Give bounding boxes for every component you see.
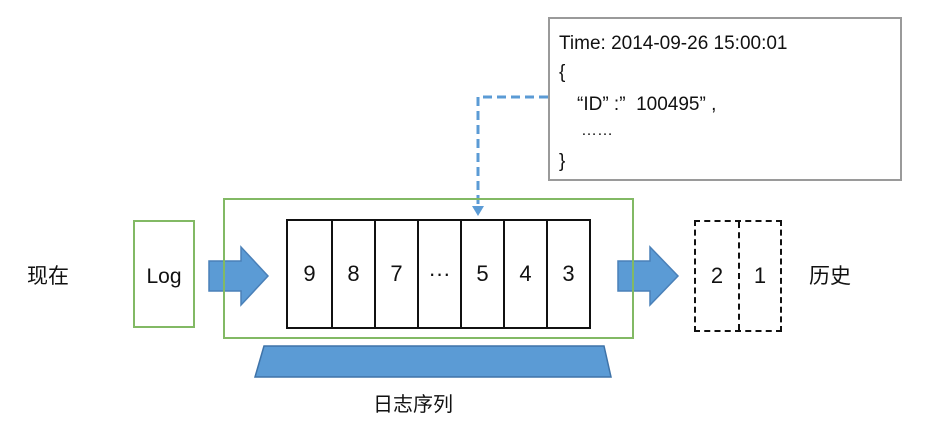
record-close-brace: }	[559, 151, 566, 172]
queue-cell: 8	[331, 221, 374, 327]
sequence-label: 日志序列	[373, 394, 453, 416]
record-open-brace: {	[559, 62, 566, 83]
history-cells: 2 1	[694, 220, 782, 332]
connector-arrowhead-icon	[472, 206, 484, 216]
history-cell: 2	[710, 263, 724, 288]
queue-cell: 5	[460, 221, 503, 327]
log-box: Log	[133, 220, 195, 328]
now-label: 现在	[27, 265, 69, 288]
queue-cell: 7	[374, 221, 417, 327]
sequence-base-shape	[254, 345, 612, 378]
record-id-line: “ID” :” 100495” ,	[577, 94, 717, 115]
record-connector-line	[476, 95, 548, 206]
log-label: Log	[146, 265, 182, 288]
record-ellipsis: ……	[581, 122, 613, 139]
record-time-line: Time: 2014-09-26 15:00:01	[559, 33, 788, 54]
queue-cell: 9	[303, 261, 316, 286]
history-cell: 1	[738, 222, 780, 330]
log-record-box: Time: 2014-09-26 15:00:01 { “ID” :” 1004…	[548, 17, 902, 181]
history-label: 历史	[809, 265, 851, 288]
queue-cell: 3	[546, 221, 589, 327]
queue-cell: ···	[417, 221, 460, 327]
queue-cell: 4	[503, 221, 546, 327]
log-queue-cells: 9 8 7 ··· 5 4 3	[286, 219, 591, 329]
log-queue-container	[223, 198, 634, 339]
